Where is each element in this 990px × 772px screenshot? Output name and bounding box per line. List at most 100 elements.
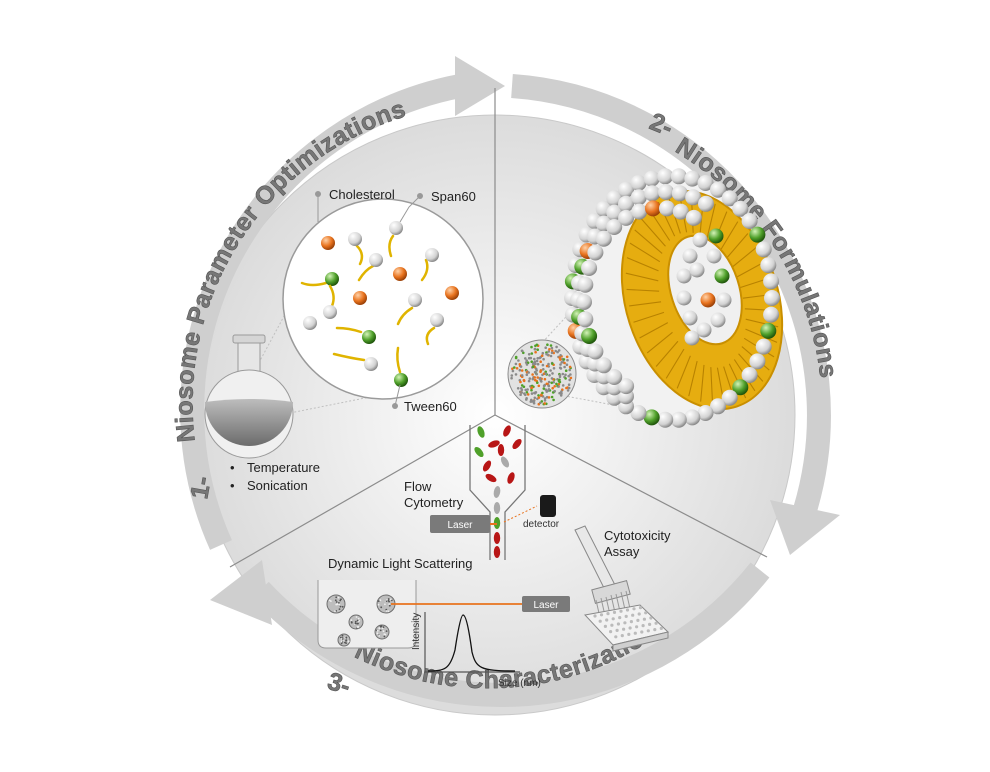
- section-1-number: 1-: [185, 474, 216, 501]
- plate-well: [649, 616, 653, 620]
- texture-dot: [535, 359, 539, 363]
- laser-box-dls: [522, 596, 570, 612]
- dls-particle-dot: [377, 600, 380, 602]
- inner-headgroup-sphere: [682, 310, 698, 326]
- texture-dot: [559, 354, 562, 357]
- plate-well: [624, 614, 628, 619]
- dls-particle-dot: [390, 598, 392, 601]
- texture-dot: [547, 380, 551, 384]
- texture-dot: [519, 365, 523, 368]
- texture-dot: [540, 354, 544, 358]
- headgroup-sphere: [763, 273, 780, 290]
- headgroup-sphere: [670, 168, 687, 185]
- texture-dot: [549, 354, 553, 358]
- molecule-head: [303, 316, 317, 330]
- intensity-axis-label: Intensity: [411, 613, 422, 650]
- bilayer-tail-line: [719, 221, 739, 252]
- molecule-head: [393, 267, 407, 281]
- plate-well: [635, 625, 639, 629]
- surfactant-tail: [300, 281, 328, 287]
- size-axis-label: Size (nm): [498, 678, 541, 689]
- texture-dot: [514, 373, 518, 376]
- surfactant-tail: [328, 284, 335, 308]
- dls-particle-dot: [350, 621, 353, 623]
- plate-well: [642, 617, 647, 621]
- dls-particle-dot: [377, 603, 380, 606]
- inner-headgroup-sphere: [700, 292, 716, 308]
- dls-particle-dot: [354, 620, 357, 623]
- flow-cell: [503, 425, 511, 437]
- headgroup-sphere: [618, 209, 635, 226]
- molecule-head: [323, 305, 337, 319]
- dls-particle-dot: [334, 599, 337, 602]
- inner-headgroup-sphere: [696, 322, 712, 338]
- surfactant-tail: [425, 326, 436, 346]
- section-dividers: [229, 88, 768, 568]
- plate-well: [632, 607, 636, 611]
- texture-dot: [531, 373, 534, 376]
- inner-headgroup-sphere: [708, 228, 724, 244]
- texture-dot: [528, 377, 532, 380]
- surfactant-tail: [355, 244, 364, 266]
- texture-dot: [525, 391, 529, 394]
- texture-dot: [536, 376, 539, 379]
- bilayer-tail-line: [629, 301, 662, 307]
- texture-dot: [517, 359, 520, 362]
- headgroup-sphere: [581, 260, 598, 276]
- arrowhead-3: [210, 560, 272, 625]
- molecule-head: [430, 313, 444, 327]
- texture-dot: [530, 360, 533, 364]
- plate-well: [619, 609, 623, 613]
- dls-particle-dot: [358, 620, 361, 622]
- headgroup-sphere: [645, 200, 661, 217]
- headgroup-sphere: [630, 189, 647, 206]
- headgroup-sphere: [659, 200, 675, 217]
- texture-dot: [547, 384, 550, 387]
- tween60-label: Tween60: [404, 399, 457, 414]
- texture-dot: [545, 395, 549, 399]
- texture-dot: [567, 386, 571, 390]
- headgroup-sphere: [618, 378, 635, 395]
- bilayer-tail-line: [700, 364, 705, 402]
- flow-cell: [493, 502, 501, 514]
- texture-dot: [533, 391, 536, 395]
- flow-cell: [477, 426, 485, 438]
- texture-dot: [543, 377, 547, 381]
- dls-particle-dot: [335, 603, 338, 606]
- texture-dot: [518, 363, 522, 366]
- dls-particle-dot: [376, 632, 379, 635]
- inner-headgroup-sphere: [676, 290, 692, 306]
- dls-particle-dot: [357, 617, 360, 620]
- dls-particle-dot: [380, 606, 383, 609]
- texture-dot: [547, 350, 550, 353]
- span60-label: Span60: [431, 189, 476, 204]
- plate-well: [659, 626, 663, 631]
- texture-dot: [526, 388, 529, 391]
- texture-dot: [522, 351, 525, 355]
- flow-cytometry-label: Flow Cytometry: [404, 479, 464, 510]
- texture-dot: [547, 396, 551, 399]
- bilayer-tail-line: [640, 218, 666, 247]
- texture-dot: [552, 398, 555, 402]
- texture-dot: [535, 369, 538, 372]
- bilayer-tail-line: [625, 272, 659, 282]
- texture-dot: [561, 384, 565, 387]
- headgroup-sphere: [630, 175, 647, 191]
- texture-dot: [536, 348, 539, 352]
- inner-headgroup-sphere: [689, 262, 705, 278]
- molecule-head: [364, 357, 378, 371]
- texture-dot: [531, 365, 535, 369]
- texture-dot: [519, 380, 522, 384]
- texture-dot: [534, 350, 537, 354]
- texture-dot: [566, 389, 570, 392]
- headgroup-sphere: [657, 411, 674, 428]
- dls-particle-dot: [379, 599, 382, 602]
- headgroup-sphere: [658, 184, 674, 200]
- cytotoxicity-label: Cytotoxicity Assay: [604, 528, 674, 559]
- dls-particle-dot: [384, 603, 386, 606]
- arrow-1: [180, 74, 463, 550]
- surfactant-tail: [332, 352, 366, 362]
- texture-dot: [552, 380, 555, 384]
- headgroup-sphere: [587, 244, 604, 261]
- plate-well: [610, 623, 614, 627]
